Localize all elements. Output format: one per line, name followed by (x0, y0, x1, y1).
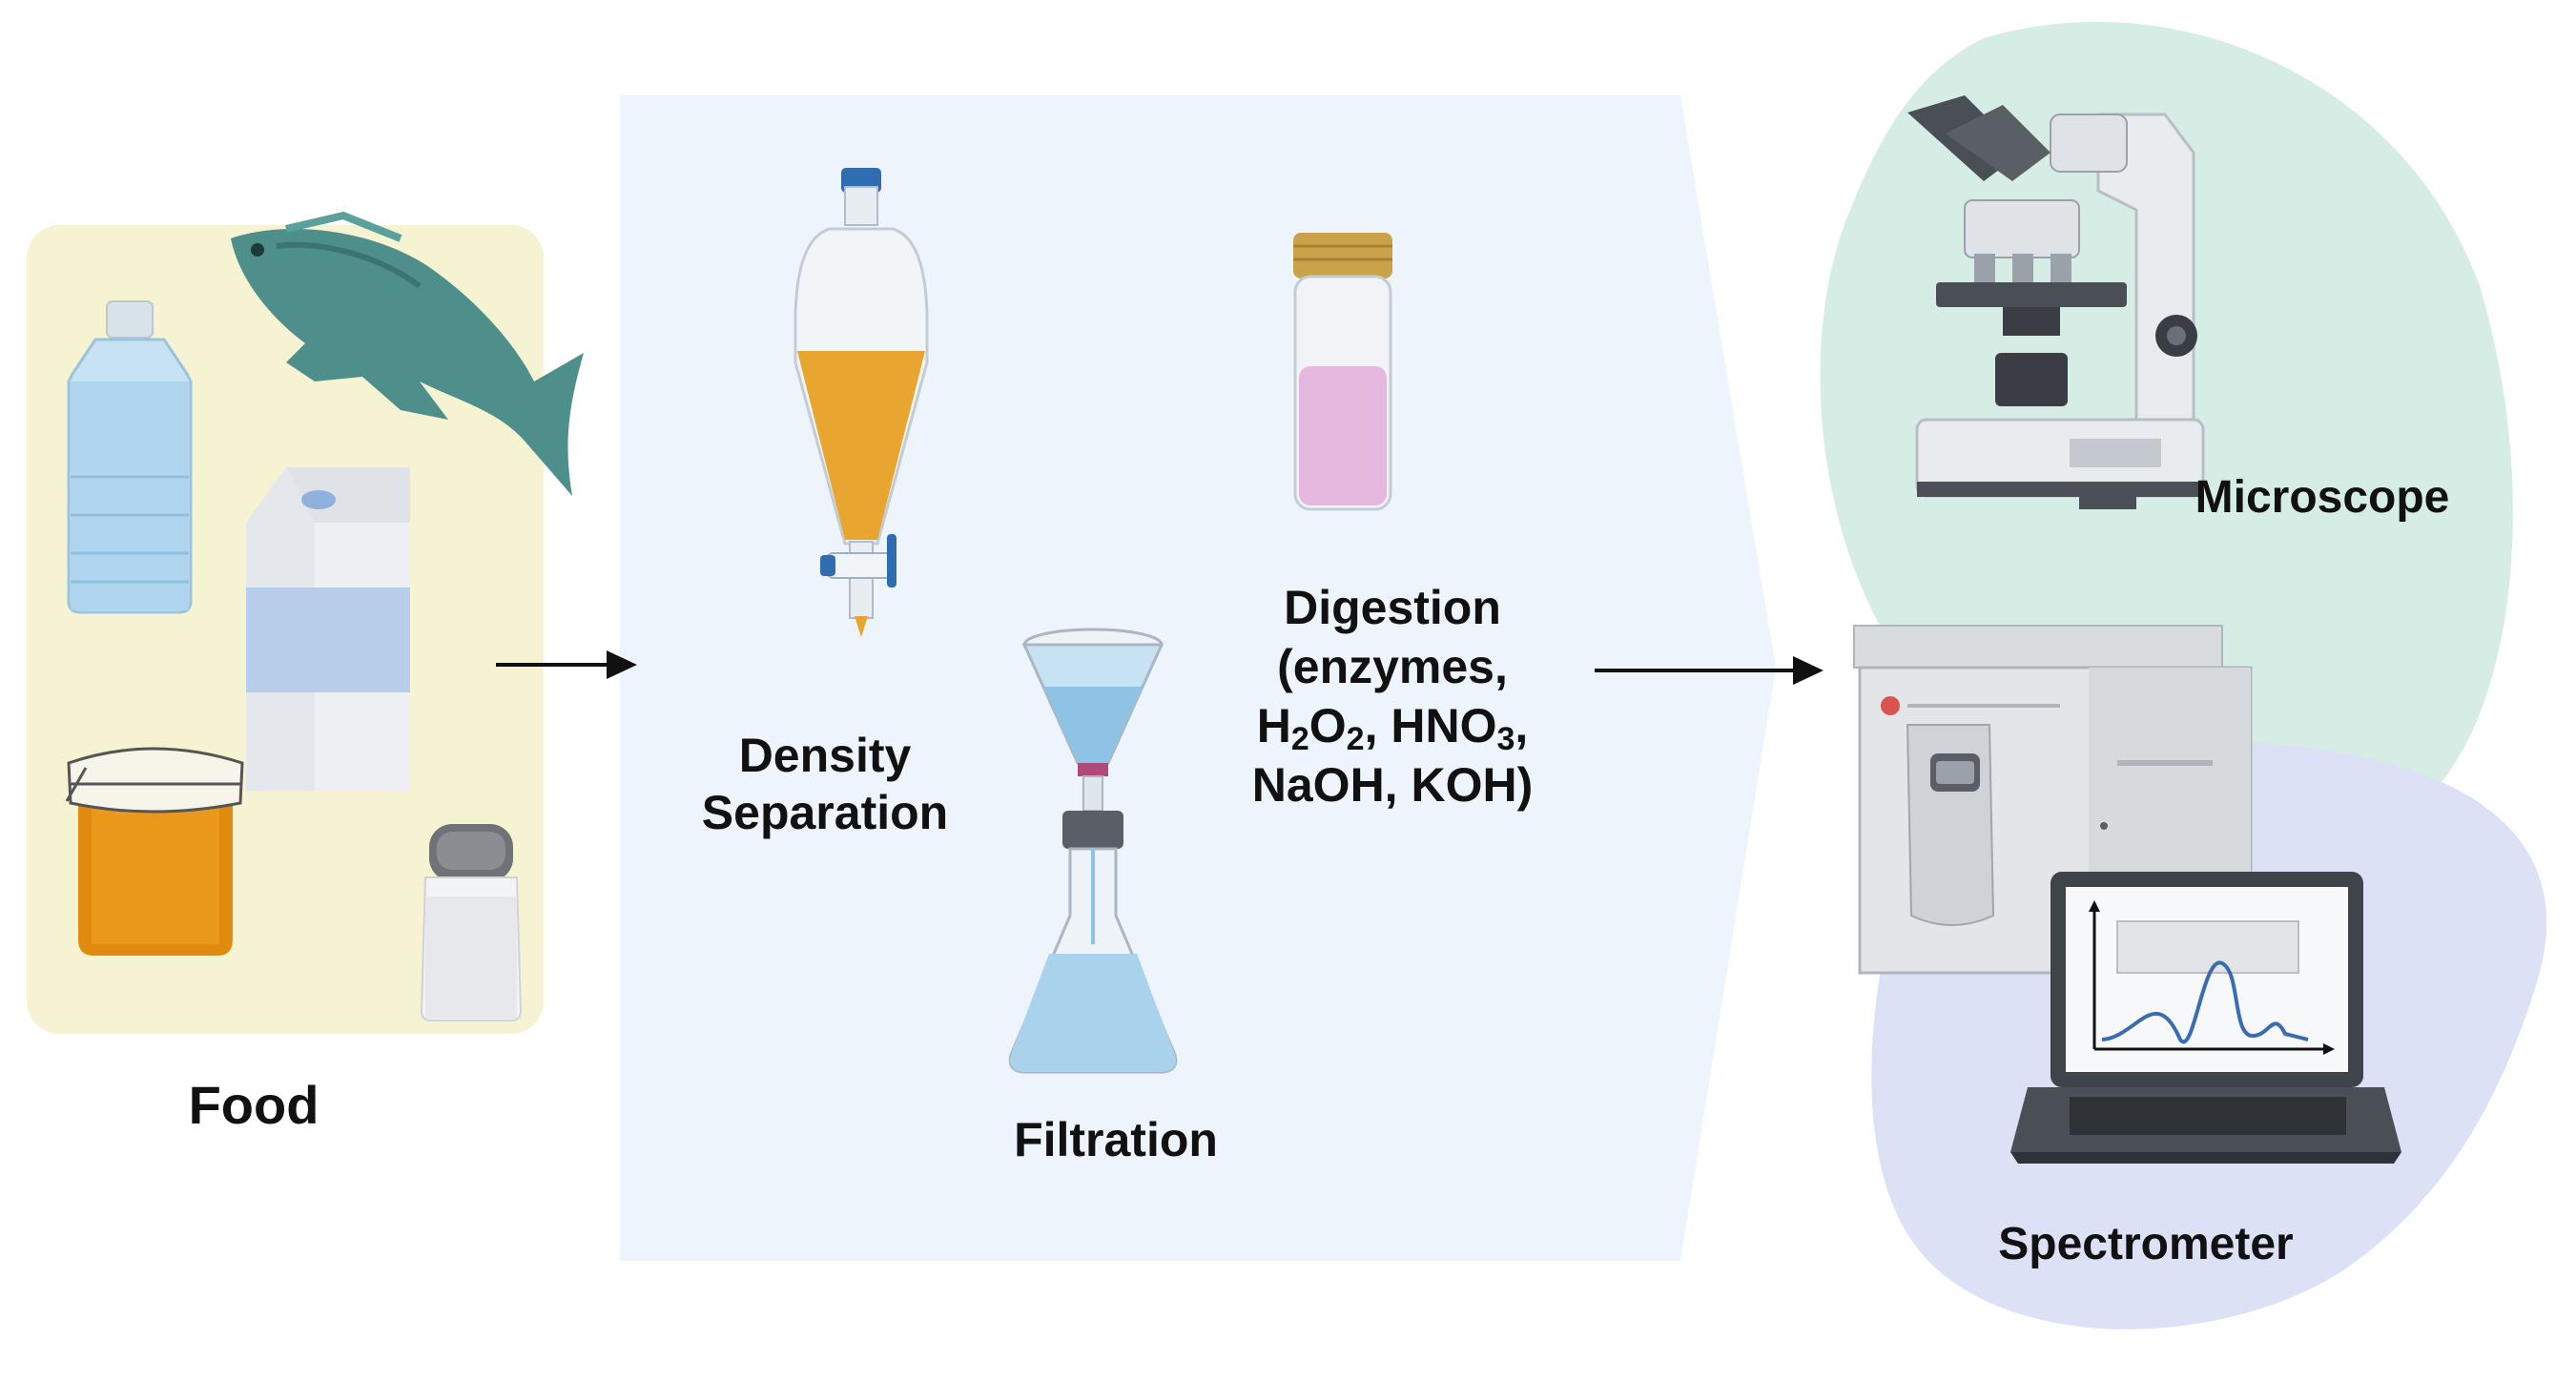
honey-jar-icon (65, 747, 244, 956)
filtration-flask-icon (1008, 628, 1178, 1074)
density-separation-label: Density Separation (668, 727, 982, 841)
food-label: Food (188, 1075, 319, 1135)
arrow-food-to-process (496, 650, 637, 679)
digestion-label: Digestion (enzymes, H2O2, HNO3, NaOH, KO… (1202, 578, 1583, 814)
digestion-comma: , (1515, 699, 1529, 752)
microscope-icon (1907, 95, 2205, 509)
h2o2-sub-a: 2 (1290, 721, 1309, 757)
hno3-text: , HNO (1364, 699, 1497, 752)
digestion-label-line2: (enzymes, (1277, 640, 1508, 693)
salt-shaker-icon (420, 824, 523, 1021)
digestion-label-line1: Digestion (1284, 581, 1501, 634)
digestion-label-line3: H2O2, HNO3, (1202, 696, 1583, 755)
separatory-funnel-icon (793, 168, 929, 637)
arrow-process-to-analysis (1595, 656, 1824, 685)
process-panel (620, 95, 1776, 1261)
h2o2-o: O (1309, 699, 1347, 752)
microscope-label: Microscope (2195, 472, 2450, 523)
hno3-sub: 3 (1496, 721, 1515, 757)
density-label-line2: Separation (701, 786, 949, 839)
fish-icon (231, 211, 584, 496)
spectrometer-label: Spectrometer (1998, 1219, 2294, 1269)
laptop-icon (2010, 872, 2401, 1164)
digestion-label-line4: NaOH, KOH) (1251, 758, 1534, 812)
water-bottle-icon (67, 300, 193, 614)
vial-icon (1293, 233, 1392, 511)
milk-carton-icon (246, 467, 410, 792)
h2o2-sub-b: 2 (1346, 721, 1365, 757)
filtration-label: Filtration (1014, 1113, 1218, 1166)
h2o2-h: H (1256, 699, 1291, 752)
density-label-line1: Density (738, 729, 912, 782)
